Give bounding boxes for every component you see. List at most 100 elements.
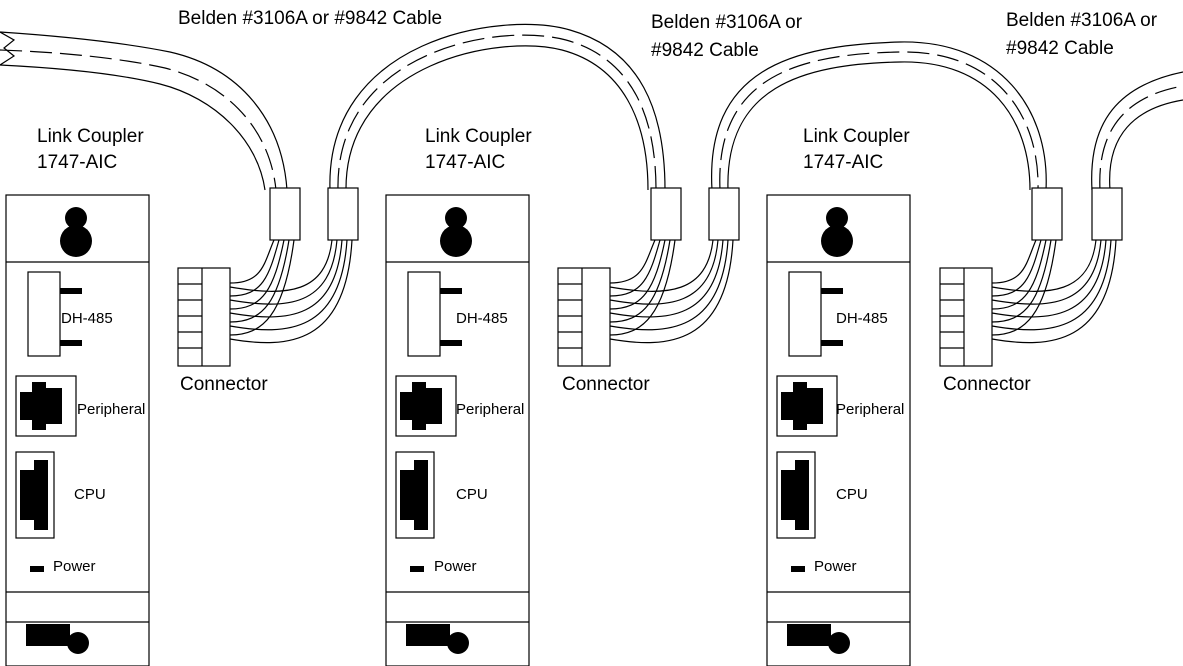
wire bbox=[229, 239, 290, 323]
coupler-3-model: 1747-AIC bbox=[803, 152, 883, 173]
latch-icon bbox=[26, 624, 70, 646]
dh485-pin bbox=[440, 288, 462, 294]
dh485-port bbox=[407, 271, 441, 357]
connector-3 bbox=[939, 239, 1117, 367]
cable-sleeve bbox=[708, 187, 740, 241]
peripheral-jack-icon bbox=[20, 382, 62, 430]
coupler-2-power-label: Power bbox=[434, 558, 477, 575]
wire bbox=[991, 239, 1047, 310]
coupler-2-peripheral-label: Peripheral bbox=[456, 401, 524, 418]
wire bbox=[991, 239, 1102, 305]
coupler-2-cpu-label: CPU bbox=[456, 486, 488, 503]
wire bbox=[991, 239, 1052, 323]
wire bbox=[229, 239, 280, 297]
dh485-pin bbox=[821, 340, 843, 346]
link-coupler-1 bbox=[5, 194, 150, 666]
latch-icon bbox=[787, 624, 831, 646]
latch-knob-icon bbox=[828, 632, 850, 654]
keyhole-icon bbox=[440, 225, 472, 257]
wire bbox=[609, 239, 671, 323]
cable-2 bbox=[327, 23, 682, 241]
wire bbox=[991, 239, 1097, 292]
cable-1 bbox=[0, 31, 301, 241]
connector-1 bbox=[177, 239, 353, 367]
wire bbox=[229, 239, 343, 318]
wire bbox=[609, 239, 724, 318]
connector-3-label: Connector bbox=[943, 374, 1031, 395]
wire bbox=[609, 239, 666, 310]
peripheral-jack-icon bbox=[400, 382, 442, 430]
connector-body bbox=[557, 267, 611, 367]
power-led bbox=[410, 566, 424, 572]
coupler-1-cpu-label: CPU bbox=[74, 486, 106, 503]
cpu-jack-icon bbox=[20, 460, 48, 530]
coupler-1-title: Link Coupler bbox=[37, 126, 144, 147]
cable-sleeve bbox=[269, 187, 301, 241]
wire bbox=[229, 239, 285, 310]
keyhole-icon bbox=[826, 207, 848, 229]
coupler-1-model: 1747-AIC bbox=[37, 152, 117, 173]
connector-1-label: Connector bbox=[180, 374, 268, 395]
keyhole-icon bbox=[65, 207, 87, 229]
connector-2 bbox=[557, 239, 734, 367]
coupler-3-peripheral-label: Peripheral bbox=[836, 401, 904, 418]
wire bbox=[229, 239, 295, 336]
cpu-jack-icon bbox=[400, 460, 428, 530]
cable-3 bbox=[708, 41, 1063, 241]
wire bbox=[229, 239, 353, 344]
wire bbox=[991, 239, 1037, 284]
cable-1-label: Belden #3106A or #9842 Cable bbox=[178, 8, 442, 29]
link-coupler-3 bbox=[766, 194, 911, 666]
coupler-3-cpu-label: CPU bbox=[836, 486, 868, 503]
wire bbox=[229, 239, 275, 284]
coupler-2-dh485-label: DH-485 bbox=[456, 310, 508, 327]
dh485-port bbox=[27, 271, 61, 357]
power-led bbox=[30, 566, 44, 572]
connector-body bbox=[177, 267, 231, 367]
wire bbox=[609, 239, 656, 284]
wire bbox=[991, 239, 1117, 344]
cable-2-label-line2: #9842 Cable bbox=[651, 40, 759, 61]
wire bbox=[609, 239, 661, 297]
wire bbox=[609, 239, 676, 336]
dh485-pin bbox=[60, 340, 82, 346]
wire bbox=[991, 239, 1107, 318]
cable-2-label-line1: Belden #3106A or bbox=[651, 12, 803, 33]
wire bbox=[991, 239, 1112, 331]
connector-body bbox=[939, 267, 993, 367]
latch-knob-icon bbox=[67, 632, 89, 654]
cable-sleeve bbox=[327, 187, 359, 241]
dh485-pin bbox=[821, 288, 843, 294]
wire bbox=[229, 239, 348, 331]
coupler-1-power-label: Power bbox=[53, 558, 96, 575]
wire bbox=[991, 239, 1042, 297]
coupler-3-dh485-label: DH-485 bbox=[836, 310, 888, 327]
dh485-pin bbox=[440, 340, 462, 346]
link-coupler-2 bbox=[385, 194, 530, 666]
cable-4 bbox=[1091, 71, 1183, 241]
keyhole-icon bbox=[821, 225, 853, 257]
wire bbox=[609, 239, 714, 292]
dh485-port bbox=[788, 271, 822, 357]
dh485-pin bbox=[60, 288, 82, 294]
peripheral-jack-icon bbox=[781, 382, 823, 430]
wire bbox=[609, 239, 734, 344]
coupler-1-peripheral-label: Peripheral bbox=[77, 401, 145, 418]
coupler-2-model: 1747-AIC bbox=[425, 152, 505, 173]
keyhole-icon bbox=[445, 207, 467, 229]
coupler-2-title: Link Coupler bbox=[425, 126, 532, 147]
coupler-3-power-label: Power bbox=[814, 558, 857, 575]
wire bbox=[609, 239, 729, 331]
wire bbox=[609, 239, 719, 305]
keyhole-icon bbox=[60, 225, 92, 257]
cable-sleeve bbox=[1031, 187, 1063, 241]
coupler-1-dh485-label: DH-485 bbox=[61, 310, 113, 327]
latch-knob-icon bbox=[447, 632, 469, 654]
coupler-3-title: Link Coupler bbox=[803, 126, 910, 147]
latch-icon bbox=[406, 624, 450, 646]
wire bbox=[229, 239, 333, 292]
connector-2-label: Connector bbox=[562, 374, 650, 395]
cable-sleeve bbox=[1091, 187, 1123, 241]
